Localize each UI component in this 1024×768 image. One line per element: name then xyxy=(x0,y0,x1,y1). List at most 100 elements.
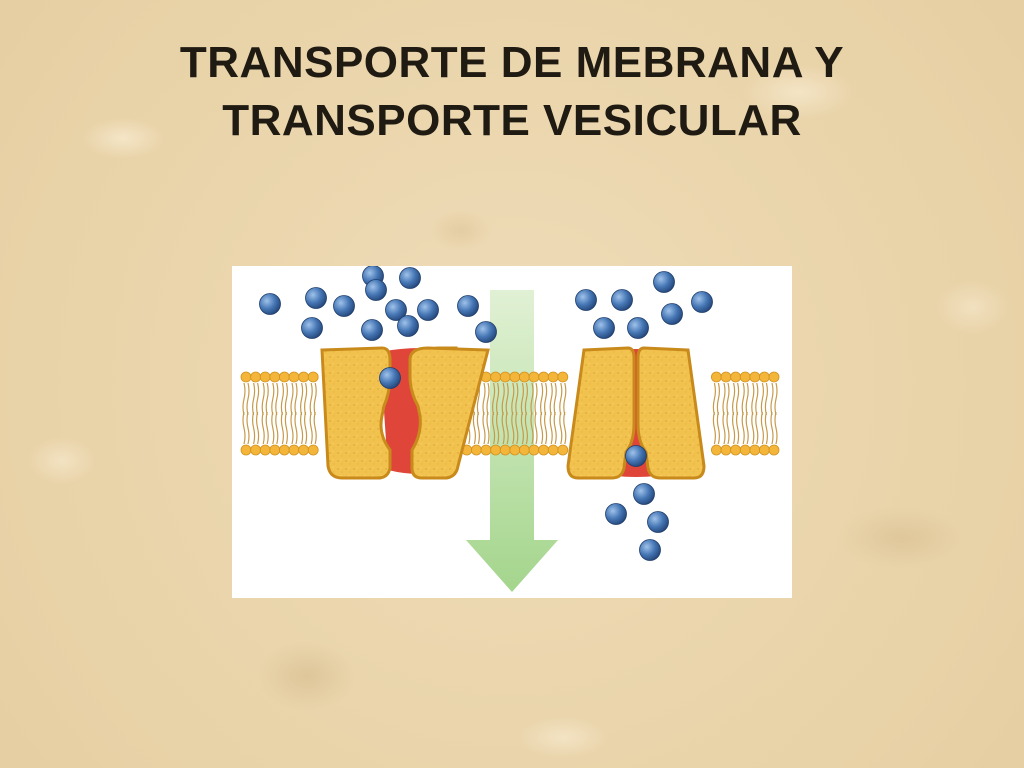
phospholipid-head xyxy=(547,444,559,456)
solute-molecule xyxy=(593,317,615,339)
solute-molecule xyxy=(605,503,627,525)
solute-molecule xyxy=(633,483,655,505)
phospholipid-tail xyxy=(524,411,528,445)
phospholipid-tail xyxy=(313,382,317,416)
phospholipid-head xyxy=(739,371,751,383)
phospholipid-tail xyxy=(736,411,740,445)
solute-molecule xyxy=(333,295,355,317)
phospholipid-tail xyxy=(520,411,524,445)
phospholipid-tail xyxy=(290,411,294,445)
phospholipid-head xyxy=(307,371,319,383)
solute-molecule xyxy=(379,367,401,389)
solute-molecule xyxy=(417,299,439,321)
phospholipid-tail xyxy=(530,382,534,416)
phospholipid-tail xyxy=(496,411,500,445)
phospholipid-tail xyxy=(300,382,304,416)
phospholipid-tail xyxy=(755,382,759,416)
phospholipid-tail xyxy=(294,411,298,445)
phospholipid-tail xyxy=(732,411,736,445)
phospholipid-tail xyxy=(256,382,260,416)
phospholipid-head xyxy=(730,444,742,456)
phospholipid-tail xyxy=(520,382,524,416)
phospholipid-head xyxy=(759,444,770,456)
phospholipid-tail xyxy=(242,382,246,416)
phospholipid-tail xyxy=(275,411,279,445)
phospholipid-head xyxy=(259,444,271,456)
solute-molecule xyxy=(361,319,383,341)
phospholipid-head xyxy=(768,444,780,456)
phospholipid-head xyxy=(480,444,492,456)
phospholipid-tail xyxy=(482,411,486,445)
phospholipid-head xyxy=(710,371,722,383)
membrane-transport-diagram xyxy=(240,266,780,592)
solute-molecule xyxy=(575,289,597,311)
solute-molecule xyxy=(691,291,713,313)
phospholipid-tail xyxy=(736,382,740,416)
phospholipid-tail xyxy=(712,411,716,445)
phospholipid-tail xyxy=(755,411,759,445)
phospholipid-tail xyxy=(559,411,563,445)
slide-title-line-1: TRANSPORTE DE MEBRANA Y xyxy=(179,38,845,87)
phospholipid-tail xyxy=(534,411,538,445)
phospholipid-tail xyxy=(712,382,716,416)
phospholipid-tail xyxy=(722,382,726,416)
phospholipid-tail xyxy=(716,411,720,445)
phospholipid-tail xyxy=(760,382,764,416)
phospholipid-tail xyxy=(290,382,294,416)
phospholipid-tail xyxy=(774,382,778,416)
phospholipid-tail xyxy=(252,411,256,445)
phospholipid-head xyxy=(298,444,309,456)
phospholipid-tail xyxy=(751,382,755,416)
solute-molecule xyxy=(625,445,647,467)
phospholipid-head xyxy=(720,371,732,383)
solute-molecule xyxy=(457,295,479,317)
phospholipid-tail xyxy=(280,411,284,445)
phospholipid-head xyxy=(490,371,502,383)
phospholipid-tail xyxy=(261,411,265,445)
solute-molecule xyxy=(475,321,497,343)
phospholipid-tail xyxy=(284,411,288,445)
solute-molecule xyxy=(259,293,281,315)
phospholipid-tail xyxy=(770,382,774,416)
phospholipid-tail xyxy=(544,382,548,416)
phospholipid-tail xyxy=(563,411,567,445)
solute-molecule xyxy=(627,317,649,339)
lipid-bilayer xyxy=(240,371,780,456)
phospholipid-tail xyxy=(741,382,745,416)
phospholipid-tail xyxy=(553,411,557,445)
phospholipid-tail xyxy=(246,411,250,445)
phospholipid-tail xyxy=(280,382,284,416)
solute-molecule xyxy=(399,267,421,289)
phospholipid-tail xyxy=(294,382,298,416)
phospholipid-head xyxy=(547,371,559,383)
phospholipid-tail xyxy=(770,411,774,445)
phospholipid-tail xyxy=(563,382,567,416)
phospholipid-tail xyxy=(472,411,476,445)
solute-molecule xyxy=(365,279,387,301)
phospholipid-tail xyxy=(492,382,496,416)
phospholipid-tail xyxy=(252,382,256,416)
solute-molecule xyxy=(661,303,683,325)
gradient-arrow xyxy=(466,290,558,592)
phospholipid-head xyxy=(730,371,742,383)
phospholipid-tail xyxy=(741,411,745,445)
solute-molecule xyxy=(611,289,633,311)
phospholipid-tail xyxy=(284,382,288,416)
phospholipid-tail xyxy=(540,382,544,416)
phospholipid-tail xyxy=(246,382,250,416)
phospholipid-tail xyxy=(304,411,308,445)
phospholipid-tail xyxy=(732,382,736,416)
phospholipid-tail xyxy=(722,411,726,445)
phospholipid-tail xyxy=(524,382,528,416)
phospholipid-tail xyxy=(265,382,269,416)
phospholipid-tail xyxy=(716,382,720,416)
phospholipid-head xyxy=(250,444,262,456)
phospholipid-tail xyxy=(309,411,313,445)
phospholipid-tail xyxy=(496,382,500,416)
phospholipid-head xyxy=(269,371,281,383)
phospholipid-tail xyxy=(760,411,764,445)
phospholipid-tail xyxy=(265,411,269,445)
phospholipid-tail xyxy=(515,411,519,445)
phospholipid-tail xyxy=(726,382,730,416)
solute-molecule xyxy=(385,299,407,321)
